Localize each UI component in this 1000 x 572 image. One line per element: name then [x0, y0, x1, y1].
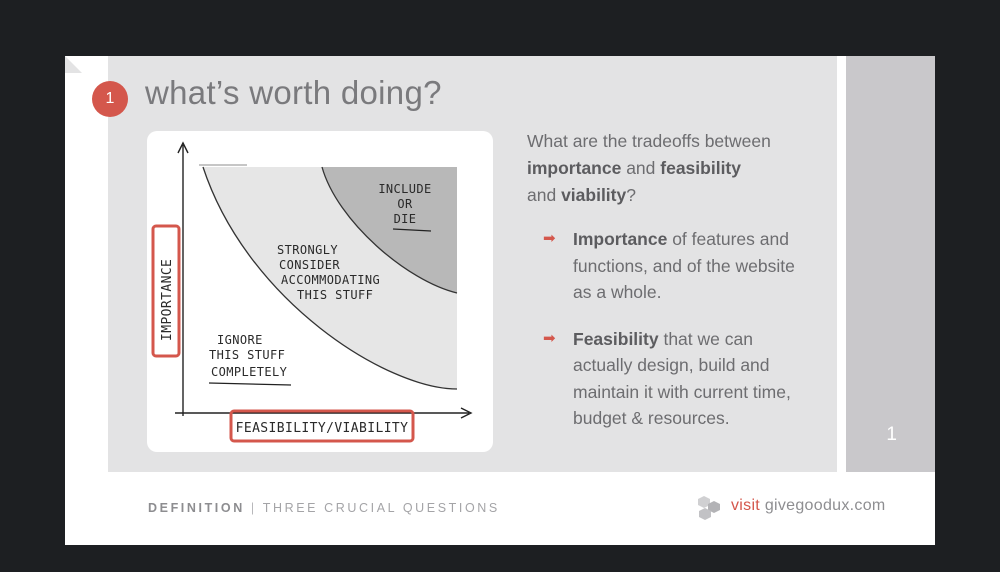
x-axis-arrow — [460, 407, 473, 419]
bullet-term: Feasibility — [573, 328, 659, 349]
zone-middle-line-3: ACCOMMODATING — [281, 273, 380, 287]
term-importance: importance — [527, 158, 622, 178]
zone-middle-line-1: STRONGLY — [277, 243, 338, 257]
bullet-text: of features and functions, and of the we… — [573, 229, 795, 302]
y-axis-label: IMPORTANCE — [160, 259, 175, 341]
term-feasibility: feasibility — [660, 158, 741, 178]
footer-site: givegoodux.com — [764, 497, 886, 514]
lower-curve — [202, 166, 458, 390]
sketch-diagram: IMPORTANCE FEASIBILITY/VIABILITY INCLUDE… — [147, 131, 493, 452]
term-viability: viability — [561, 185, 627, 205]
zone-middle-line-2: CONSIDER — [279, 258, 340, 272]
footer-section: DEFINITION — [148, 501, 245, 515]
intro-line-2: importance and feasibility — [527, 155, 827, 182]
y-label-box — [151, 224, 181, 358]
zone-top-underline — [392, 228, 432, 232]
bullet-item-feasibility: ➡ Feasibility that we can actually desig… — [543, 326, 803, 432]
arrow-right-icon: ➡ — [543, 329, 556, 347]
intro-line-3-prefix: and — [527, 185, 562, 205]
footer-section-label: DEFINITION | THREE CRUCIAL QUESTIONS — [148, 501, 500, 515]
upper-curve — [321, 166, 458, 294]
intro-line-3-suffix: ? — [626, 185, 636, 205]
y-axis-arrow — [177, 141, 189, 154]
zone-top-line-1: INCLUDE — [378, 182, 431, 196]
bullet-text: that we can actually design, build and m… — [573, 328, 791, 429]
zone-bottom-line-2: THIS STUFF — [209, 348, 285, 362]
intro-question: What are the tradeoffs between importanc… — [527, 128, 827, 209]
arrow-right-icon: ➡ — [543, 230, 556, 247]
zone-bottom-line-1: IGNORE — [217, 333, 263, 347]
zone-top-line-3: DIE — [394, 212, 417, 226]
bullet-item-importance: ➡ Importance of features and functions, … — [543, 226, 803, 306]
footer-visit: visit — [731, 497, 761, 514]
zone-bottom-line-3: COMPLETELY — [211, 365, 288, 379]
intro-and: and — [621, 158, 661, 178]
footer-subtitle: THREE CRUCIAL QUESTIONS — [262, 501, 500, 515]
zone-middle-line-4: THIS STUFF — [297, 288, 373, 302]
slide: 1 1 what’s worth doing? IMPORTANCE FEASI… — [65, 56, 935, 545]
footer-separator: | — [250, 501, 257, 515]
side-bar: 1 — [846, 56, 935, 472]
intro-line-1: What are the tradeoffs between — [527, 131, 771, 151]
panel-corner — [65, 56, 82, 73]
slide-title: what’s worth doing? — [145, 74, 442, 111]
bullet-list: ➡ Importance of features and functions, … — [543, 226, 803, 452]
bullet-term: Importance — [573, 229, 668, 249]
zone-top-shade — [322, 167, 457, 293]
sketch-svg: IMPORTANCE FEASIBILITY/VIABILITY INCLUDE… — [151, 141, 473, 443]
zone-bottom-underline — [208, 382, 292, 386]
footer-website-link[interactable]: visit givegoodux.com — [731, 497, 886, 515]
zone-top-line-2: OR — [397, 197, 413, 211]
step-badge: 1 — [92, 81, 128, 117]
x-axis-label: FEASIBILITY/VIABILITY — [236, 421, 409, 436]
cube-cluster-icon — [698, 496, 720, 520]
intro-line-3: and viability? — [527, 182, 827, 209]
page-number: 1 — [886, 424, 897, 445]
x-label-box — [229, 409, 415, 443]
